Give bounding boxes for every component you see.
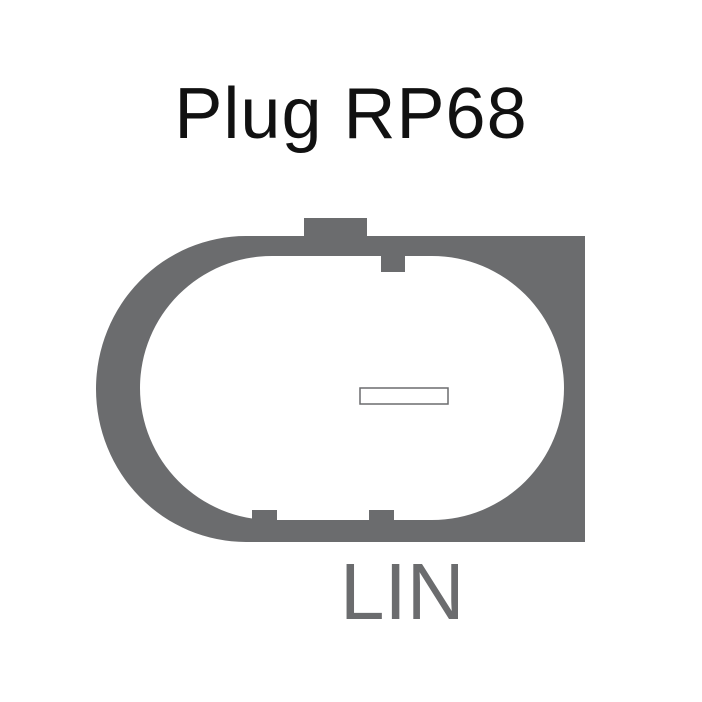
plug-housing xyxy=(96,218,585,542)
top-key-notch xyxy=(381,254,405,272)
bottom-left-key-notch xyxy=(252,510,277,524)
bottom-right-key-notch xyxy=(369,510,394,524)
plug-title: Plug RP68 xyxy=(174,74,528,154)
lin-terminal-pin xyxy=(359,387,449,405)
lin-pin-label: LIN xyxy=(340,547,465,636)
